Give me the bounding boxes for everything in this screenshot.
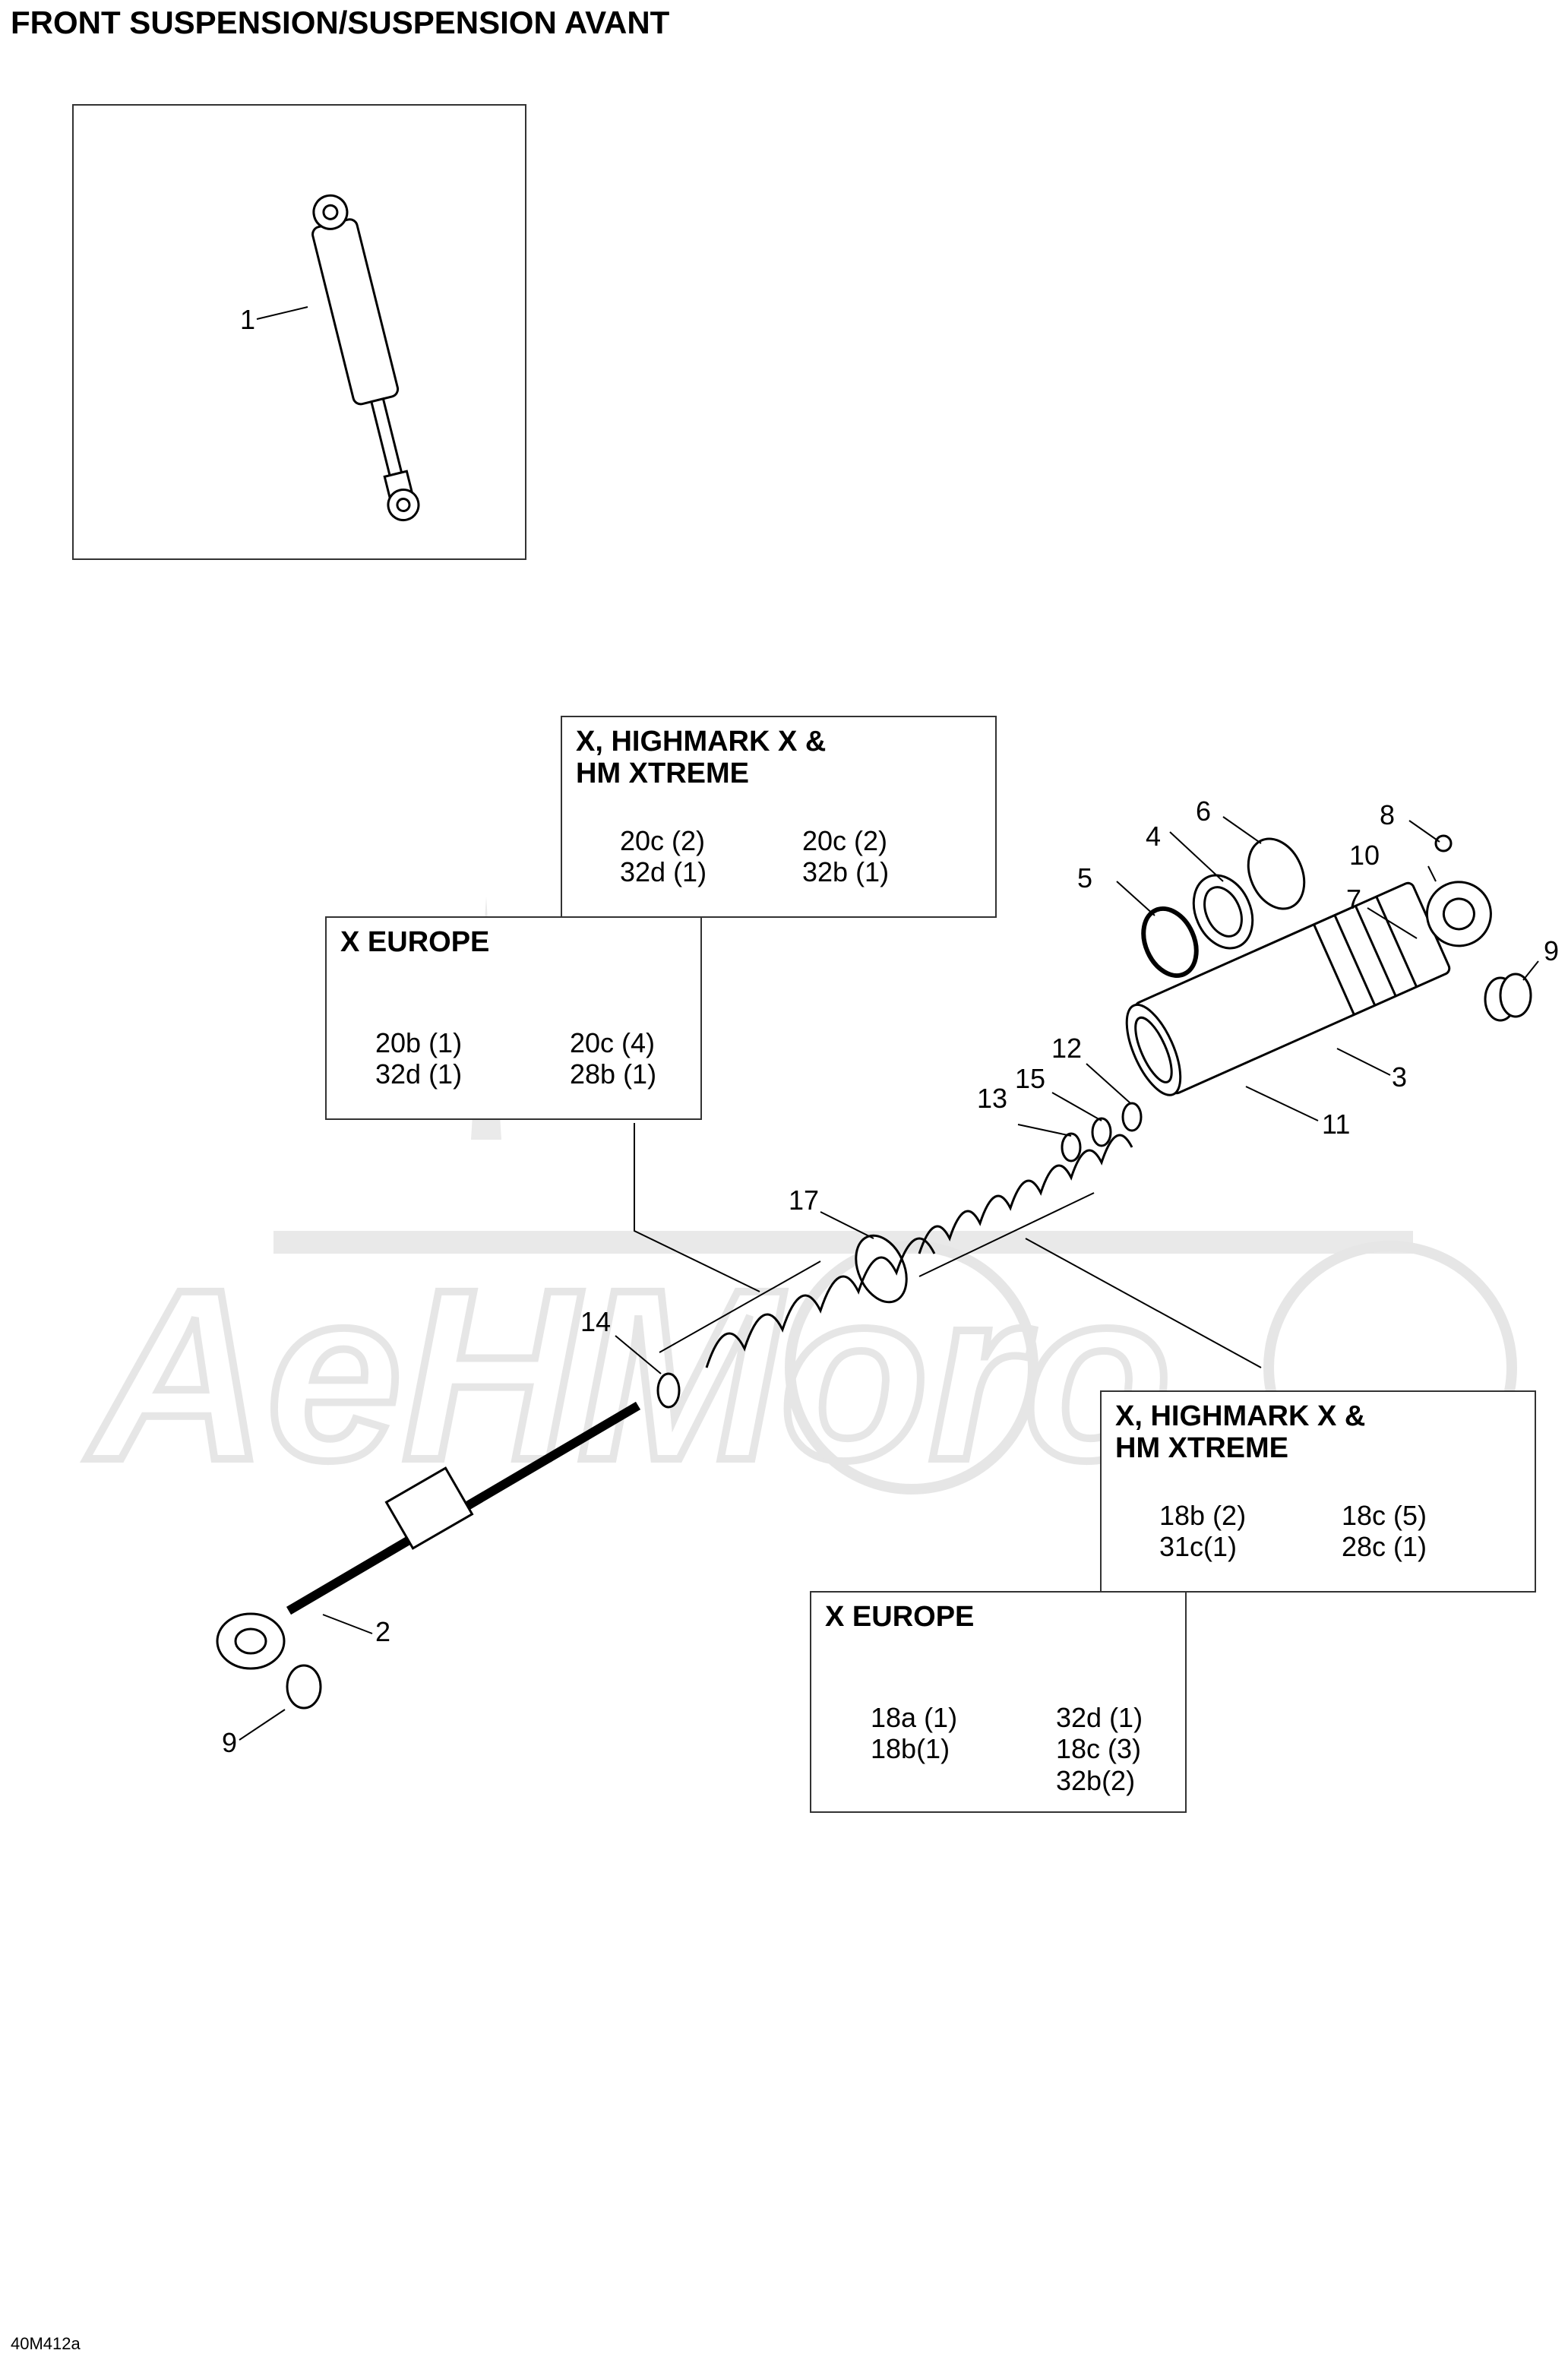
box-title: X EUROPE	[825, 1601, 975, 1633]
part-qty	[871, 1765, 1056, 1796]
callout-4: 4	[1146, 821, 1162, 852]
callout-1: 1	[240, 304, 256, 335]
part-qty: 32b(2)	[1056, 1764, 1136, 1796]
group-brackets	[634, 1123, 1262, 1368]
part-qty: 18b (2)	[1159, 1500, 1247, 1531]
model-box-x-highmark-upper: X, HIGHMARK X & HM XTREME 20c (2) 20c (2…	[561, 716, 997, 918]
part-qty: 32d (1)	[375, 1058, 463, 1090]
callout-6: 6	[1196, 796, 1212, 827]
part-qty: 32d (1)	[1056, 1702, 1143, 1733]
callout-14: 14	[580, 1306, 612, 1337]
model-box-x-europe-upper: X EUROPE 20b (1) 20c (4) 32d (1) 28b (1)	[325, 916, 702, 1120]
callout-15: 15	[1015, 1063, 1046, 1094]
part-qty-grid: 20c (2) 20c (2) 32d (1) 32b (1)	[620, 825, 985, 888]
model-box-x-highmark-lower: X, HIGHMARK X & HM XTREME 18b (2) 18c (5…	[1100, 1390, 1536, 1593]
callout-3: 3	[1392, 1061, 1408, 1093]
part-qty: 18b(1)	[871, 1733, 950, 1765]
part-qty: 18c (3)	[1056, 1733, 1142, 1765]
part-qty: 20c (2)	[802, 825, 888, 856]
page-title: FRONT SUSPENSION/SUSPENSION AVANT	[11, 5, 670, 40]
svg-text:AeHMoro: AeHMoro	[84, 1238, 1171, 1510]
callout-13: 13	[977, 1083, 1008, 1114]
callout-11: 11	[1322, 1109, 1351, 1140]
callout-10: 10	[1349, 840, 1380, 871]
part-qty: 18a (1)	[871, 1702, 958, 1733]
part-qty: 32d (1)	[620, 856, 707, 888]
box-title: X, HIGHMARK X & HM XTREME	[576, 726, 827, 789]
part-qty-grid: 20b (1) 20c (4) 32d (1) 28b (1)	[375, 1027, 722, 1090]
part-qty-grid: 18b (2) 18c (5) 31c(1) 28c (1)	[1159, 1500, 1524, 1563]
part-qty: 18c (5)	[1342, 1500, 1427, 1531]
leader-lines	[239, 816, 1539, 1741]
model-box-x-europe-lower: X EUROPE 18a (1) 32d (1) 18b(1) 18c (3) …	[810, 1591, 1187, 1813]
callout-7: 7	[1346, 884, 1362, 915]
callout-9-top: 9	[1544, 935, 1560, 966]
leader-line-1	[256, 306, 308, 320]
box-title: X, HIGHMARK X & HM XTREME	[1115, 1400, 1366, 1464]
part-qty: 31c(1)	[1159, 1531, 1238, 1563]
part-qty: 20c (2)	[620, 825, 706, 856]
part-qty: 20b (1)	[375, 1027, 463, 1058]
part-qty-grid: 18a (1) 32d (1) 18b(1) 18c (3) 32b(2)	[871, 1702, 1208, 1796]
part-qty: 20c (4)	[570, 1027, 656, 1058]
part-qty: 28c (1)	[1342, 1531, 1427, 1563]
part-qty: 32b (1)	[802, 856, 890, 888]
part-qty: 28b (1)	[570, 1058, 657, 1090]
shock-assembly-inset	[311, 194, 420, 522]
shock-exploded-parts	[216, 834, 1532, 1710]
callout-2: 2	[375, 1616, 391, 1647]
figure-code: 40M412a	[11, 2334, 81, 2353]
callout-12: 12	[1051, 1033, 1083, 1064]
callout-9-bottom: 9	[222, 1727, 238, 1758]
callout-5: 5	[1077, 862, 1093, 894]
callout-8: 8	[1380, 799, 1396, 830]
callout-17: 17	[789, 1185, 820, 1216]
box-title: X EUROPE	[340, 926, 490, 958]
inset-frame	[72, 104, 526, 560]
